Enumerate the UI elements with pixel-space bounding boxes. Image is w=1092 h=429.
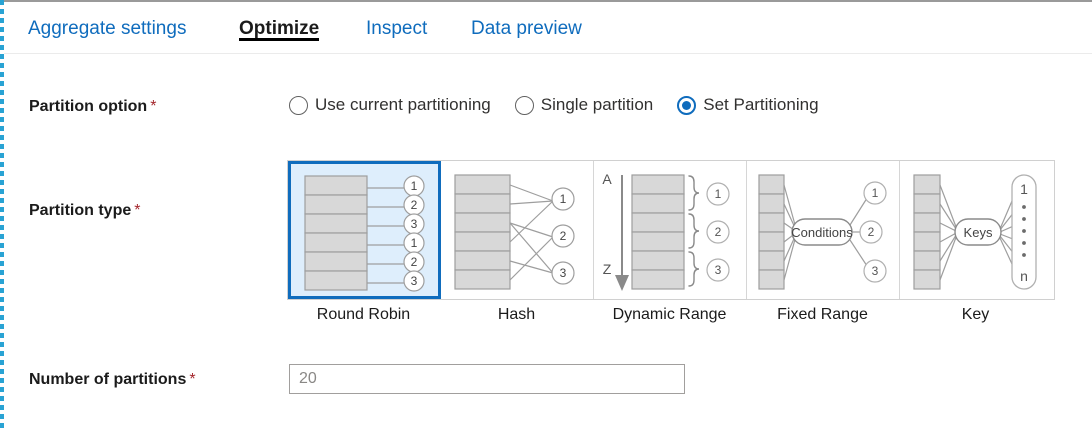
partitions-range-capsule: 1 n <box>1011 174 1037 290</box>
tab-optimize[interactable]: Optimize <box>239 17 320 41</box>
tab-data-preview[interactable]: Data preview <box>471 17 582 41</box>
circle-value: 1 <box>872 186 879 200</box>
tab-label: Data preview <box>471 18 582 39</box>
hash-diagram: 1 2 3 <box>441 161 593 299</box>
circle-value: 2 <box>411 255 418 269</box>
partition-type-card-hash[interactable]: 1 2 3 <box>441 161 594 299</box>
radio-circle-selected-icon <box>677 95 697 115</box>
radio-label: Single partition <box>540 95 654 114</box>
required-asterisk: * <box>134 202 141 219</box>
tab-inspect[interactable]: Inspect <box>366 17 427 41</box>
circle-value: 3 <box>411 217 418 231</box>
tab-label: Optimize <box>239 18 320 39</box>
caption-fixed-range: Fixed Range <box>777 306 868 323</box>
radio-set-partitioning[interactable]: Set Partitioning <box>677 95 819 115</box>
axis-bottom-label: Z <box>603 261 612 277</box>
key-diagram: Keys 1 n <box>900 161 1053 299</box>
partition-option-label: Partition option* <box>29 98 156 116</box>
radio-label: Use current partitioning <box>315 95 491 114</box>
label-text: Partition type <box>29 202 132 219</box>
round-robin-diagram: 1 2 3 1 2 3 <box>291 164 438 296</box>
range-top-label: 1 <box>1020 181 1028 197</box>
radio-label: Set Partitioning <box>703 95 819 114</box>
tab-label: Inspect <box>366 18 428 39</box>
circle-value: 2 <box>715 225 722 239</box>
caption-dynamic-range: Dynamic Range <box>612 306 727 323</box>
pill-label: Keys <box>964 225 993 240</box>
left-edge-marker <box>0 0 4 429</box>
number-of-partitions-input[interactable] <box>289 364 685 394</box>
radio-use-current-partitioning[interactable]: Use current partitioning <box>289 95 491 115</box>
required-asterisk: * <box>189 371 196 388</box>
circle-value: 3 <box>715 263 722 277</box>
circle-value: 2 <box>560 229 567 243</box>
label-text: Partition option <box>29 98 148 115</box>
partition-type-card-round-robin[interactable]: 1 2 3 1 2 3 <box>288 161 441 299</box>
radio-circle-icon <box>289 95 308 115</box>
tab-active-underline <box>239 38 320 41</box>
fixed-range-diagram: Conditions 1 2 3 <box>747 161 899 299</box>
pill-label: Conditions <box>791 225 853 240</box>
circle-value: 2 <box>868 225 875 239</box>
number-of-partitions-label: Number of partitions* <box>29 371 196 389</box>
dynamic-range-diagram: A Z <box>594 161 746 299</box>
partition-type-card-strip: 1 2 3 1 2 3 <box>287 160 1055 300</box>
keys-pill: Keys <box>954 218 1002 246</box>
required-asterisk: * <box>150 98 157 115</box>
conditions-pill: Conditions <box>791 218 853 246</box>
partition-type-card-key[interactable]: Keys 1 n <box>900 161 1053 299</box>
circle-value: 3 <box>411 274 418 288</box>
axis-top-label: A <box>602 171 612 187</box>
caption-hash: Hash <box>497 306 536 323</box>
caption-key: Key <box>961 306 990 323</box>
circle-value: 3 <box>872 264 879 278</box>
caption-round-robin: Round Robin <box>316 306 411 323</box>
circle-value: 2 <box>411 198 418 212</box>
partition-type-label: Partition type* <box>29 202 140 220</box>
radio-single-partition[interactable]: Single partition <box>514 95 654 115</box>
window-top-border <box>0 0 1092 2</box>
partition-option-radio-group: Use current partitioning Single partitio… <box>289 95 819 115</box>
partition-type-card-fixed-range[interactable]: Conditions 1 2 3 <box>747 161 900 299</box>
circle-value: 3 <box>560 266 567 280</box>
tab-aggregate-settings[interactable]: Aggregate settings <box>28 17 186 41</box>
circle-value: 1 <box>411 236 418 250</box>
tab-bar: Aggregate settings Optimize Inspect Data… <box>0 0 1092 54</box>
az-arrow-icon <box>615 175 629 291</box>
circle-value: 1 <box>560 192 567 206</box>
label-text: Number of partitions <box>29 371 187 388</box>
circle-value: 1 <box>715 187 722 201</box>
partition-type-card-dynamic-range[interactable]: A Z <box>594 161 747 299</box>
range-bottom-label: n <box>1020 268 1028 284</box>
radio-circle-icon <box>514 95 534 115</box>
tabs-divider <box>4 53 1092 54</box>
tab-label: Aggregate settings <box>28 18 187 39</box>
circle-value: 1 <box>411 179 418 193</box>
